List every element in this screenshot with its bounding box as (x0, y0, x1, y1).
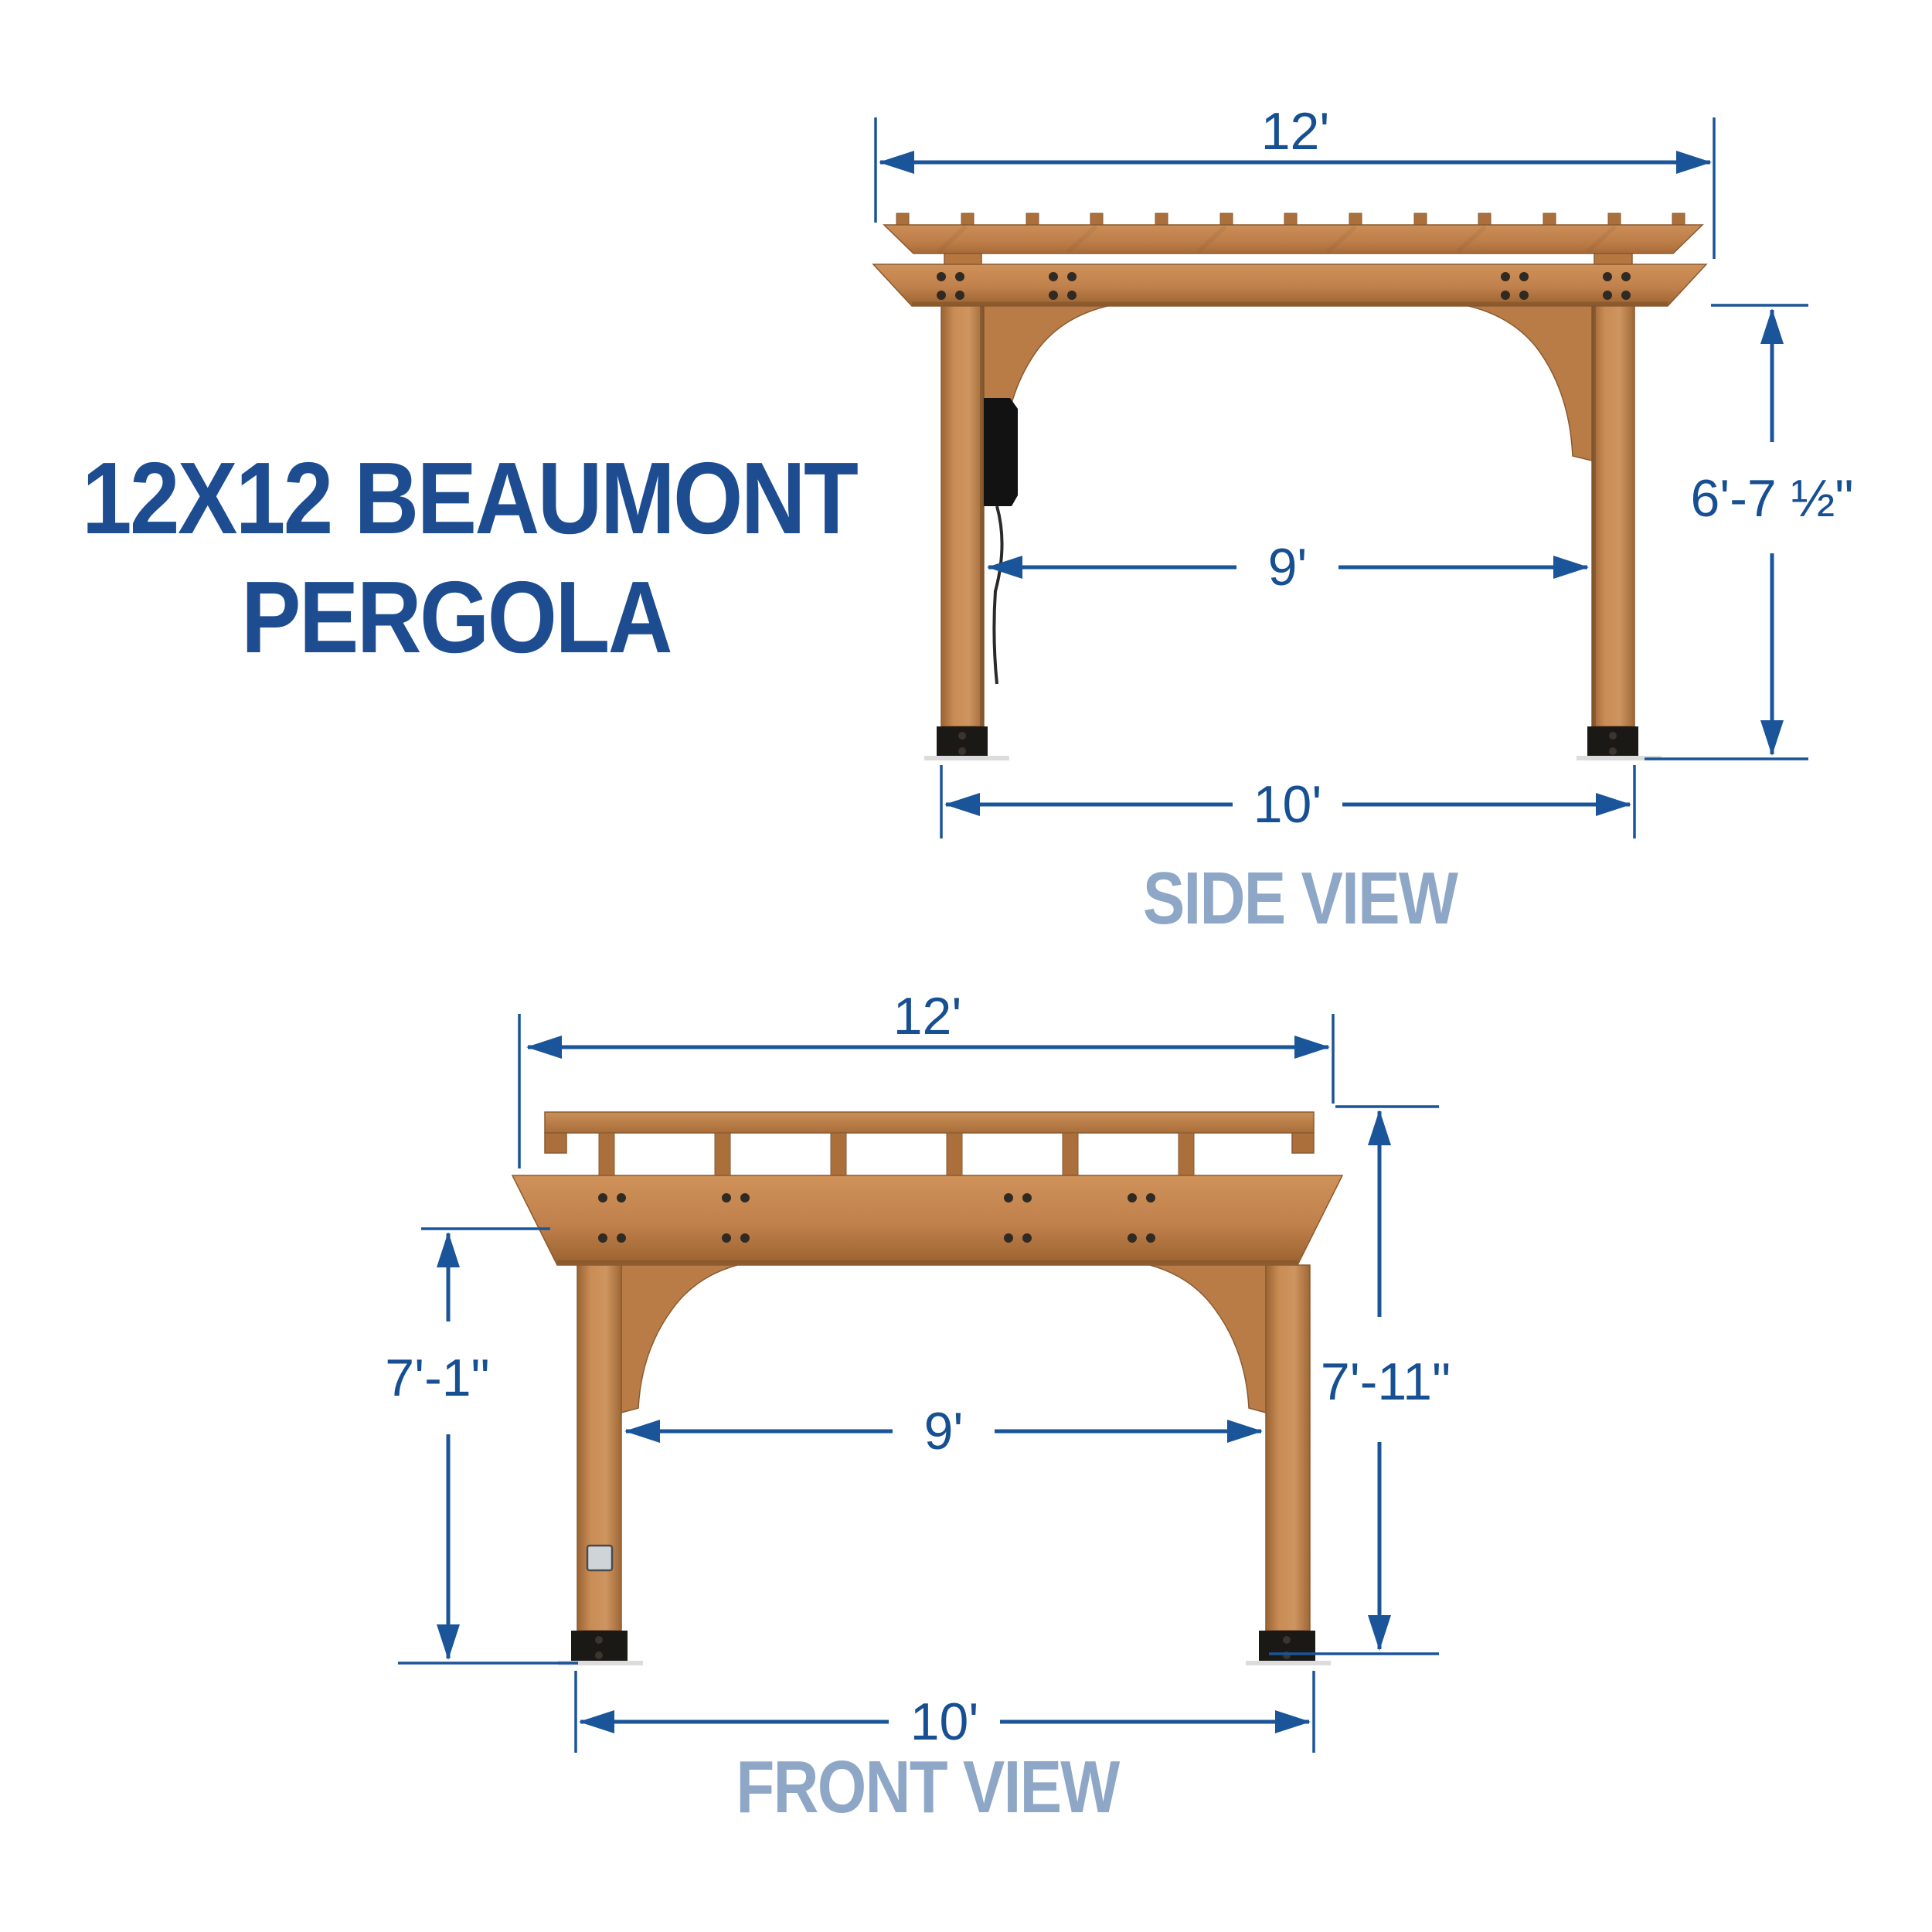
post-edge-shade (980, 306, 984, 726)
side-dim-top-width-label: 12' (1261, 102, 1330, 161)
ground-shadow (1577, 756, 1662, 760)
rafter-end-tab (946, 1132, 963, 1177)
rafter-end-tab (830, 1132, 847, 1177)
electrical-box-body (984, 398, 1018, 506)
page-title: 12X12 BEAUMONT PERGOLA (82, 439, 859, 678)
base-bolt (595, 1636, 603, 1644)
post (1591, 305, 1635, 727)
side-view-label: SIDE VIEW (1142, 857, 1458, 940)
front-dim-top-width: 12' (518, 987, 1335, 1168)
side-dim-post-spacing-label: 10' (1253, 775, 1322, 834)
base-bolt (1609, 747, 1617, 755)
side-dim-post-spacing: 10' (940, 765, 1636, 838)
post-cap-block-left (944, 253, 982, 266)
base-bolt (595, 1651, 603, 1659)
rafter-end-tab (598, 1132, 615, 1177)
cap-end-lip (1291, 1132, 1315, 1154)
post (577, 1264, 622, 1631)
front-dim-interior-width-label: 9' (924, 1402, 964, 1461)
side-dim-height-label: 6'-7 ½" (1690, 469, 1853, 528)
base-bolt (1609, 732, 1617, 740)
front-dim-interior-width: 9' (624, 1402, 1263, 1461)
pergola-post-left (937, 305, 988, 759)
beam-bolts (598, 1193, 1155, 1243)
pergola-post-right (1259, 1264, 1315, 1664)
side-dim-top-width: 12' (874, 102, 1716, 259)
front-dim-height-right-label: 7'-11" (1321, 1352, 1451, 1411)
post-cap-block-right (1594, 253, 1633, 266)
rafter-end-tab (1178, 1132, 1195, 1177)
post (1265, 1264, 1311, 1631)
cap-board (544, 1111, 1315, 1134)
purlin-tab (1672, 213, 1685, 226)
pergola-rafter (883, 224, 1704, 254)
purlin-tab (1543, 213, 1556, 226)
page-title-line2: PERGOLA (241, 560, 673, 675)
front-dim-height-left: 7'-1" (385, 1227, 578, 1665)
pergola-rafter-ends (598, 1132, 1195, 1177)
purlin-tab (1349, 213, 1362, 226)
purlin-tab (1607, 213, 1621, 226)
cap-end-lip (544, 1132, 567, 1154)
rafter-shadow-streaks (936, 224, 1617, 254)
purlin-tab (1284, 213, 1298, 226)
purlin-tab (1478, 213, 1492, 226)
pergola-post-left (571, 1264, 628, 1664)
corner-brace-right (1149, 1264, 1267, 1413)
pergola-purlins (896, 213, 1685, 226)
beam-bolts (937, 272, 1631, 300)
purlin-tab (1026, 213, 1039, 226)
base-bolt (1283, 1636, 1291, 1644)
side-dim-height: 6'-7 ½" (1645, 304, 1854, 760)
beam-board (511, 1175, 1344, 1266)
purlin-tab (1090, 213, 1104, 226)
front-view-drawing: 12' (385, 987, 1451, 1753)
rafter-end-tab (1062, 1132, 1079, 1177)
purlin-tab (896, 213, 910, 226)
purlin-tab (1219, 213, 1233, 226)
rafter-end-tab (714, 1132, 731, 1177)
outlet-plate (586, 1544, 614, 1572)
front-dim-post-spacing: 10' (574, 1671, 1315, 1753)
purlin-tab (1413, 213, 1427, 226)
electrical-wire (992, 505, 1004, 685)
ground-shadow (924, 756, 1009, 760)
post (940, 305, 985, 727)
front-dim-height-right: 7'-11" (1269, 1105, 1451, 1655)
corner-brace-left (621, 1264, 738, 1413)
base-bolt (958, 732, 966, 740)
post-edge-shade (1592, 306, 1596, 726)
ground-shadow (1246, 1661, 1331, 1665)
rafter-board (883, 224, 1704, 254)
beam-board (872, 264, 1708, 307)
front-dim-height-left-label: 7'-1" (385, 1349, 489, 1407)
page-title-line1: 12X12 BEAUMONT (82, 441, 859, 555)
pergola-beam (872, 264, 1708, 307)
electrical-box (984, 398, 1018, 685)
side-dim-interior-width: 9' (987, 538, 1589, 597)
purlin-tab (1155, 213, 1168, 226)
front-dim-post-spacing-label: 10' (910, 1692, 979, 1751)
front-view-label: FRONT VIEW (736, 1746, 1120, 1828)
corner-brace-right (1468, 305, 1593, 461)
base-bolt (958, 747, 966, 755)
purlin-tab (961, 213, 975, 226)
pergola-top-cap (544, 1111, 1315, 1154)
pergola-post-right (1587, 305, 1638, 759)
front-dim-top-width-label: 12' (893, 987, 962, 1046)
ground-shadow (558, 1661, 643, 1665)
side-dim-interior-width-label: 9' (1268, 538, 1308, 597)
side-view-drawing: 12' (872, 102, 1854, 838)
pergola-beam-front (511, 1175, 1344, 1266)
